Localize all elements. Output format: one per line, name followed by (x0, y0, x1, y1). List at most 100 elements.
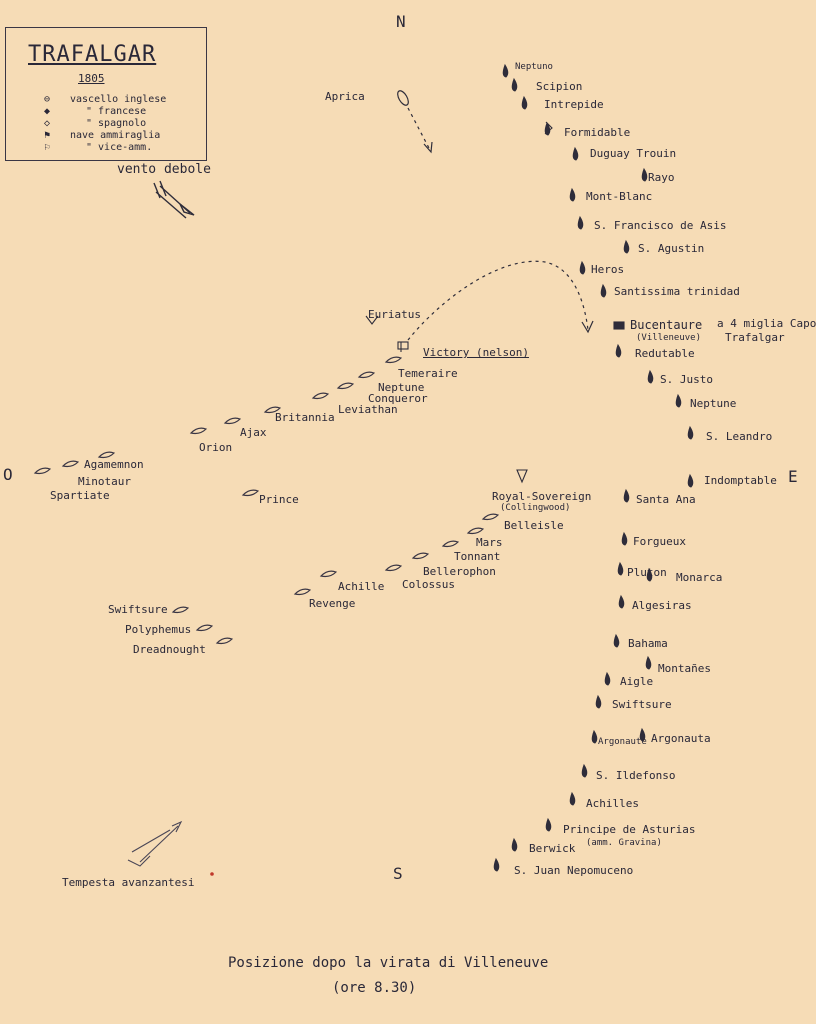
combined-ship-icon (577, 215, 584, 230)
ship-label: Agamemnon (84, 458, 144, 471)
ship-label: Leviathan (338, 403, 398, 416)
storm-label: Tempesta avanzantesi (62, 876, 195, 889)
english-ship-icon (189, 427, 208, 435)
legend-item-french: " francese (86, 106, 147, 117)
combined-ship-icon (615, 343, 622, 358)
combined-ship-icon (545, 817, 552, 832)
combined-ship-icon (687, 425, 694, 440)
combined-ship-icon (502, 63, 509, 78)
combined-ship-icon (621, 531, 628, 546)
combined-ship-icon (639, 727, 646, 742)
english-ship-icon (241, 489, 260, 497)
ship-label: Scipion (536, 80, 583, 93)
ship-label: Minotaur (78, 475, 131, 488)
legend-item-english: vascello inglese (70, 94, 167, 105)
combined-ship-icon (645, 655, 652, 670)
english-ship-icon (33, 467, 52, 475)
compass-south: S (393, 864, 403, 883)
combined-ship-icon (600, 283, 607, 298)
ship-label: Duguay Trouin (590, 147, 677, 160)
ship-label: Intrepide (544, 98, 604, 111)
ship-label: Orion (199, 441, 233, 454)
english-ship-icon: ⊖ (44, 94, 51, 105)
ship-label: Neptuno (515, 62, 553, 72)
ship-label: Colossus (402, 578, 455, 591)
legend-item-flagship: nave ammiraglia (70, 130, 161, 141)
english-ship-icon (319, 570, 338, 578)
ship-label: Rayo (648, 171, 675, 184)
english-ship-icon (384, 356, 403, 364)
ship-label: S. Francisco de Asis (594, 219, 727, 232)
english-ship-icon (311, 392, 330, 400)
spanish-ship-icon: ◇ (44, 118, 51, 129)
ship-label: Conqueror (368, 392, 428, 405)
ship-label: Achille (338, 580, 385, 593)
ship-label: Britannia (275, 411, 335, 424)
ship-label: Neptune (378, 381, 425, 394)
english-ship-icon (384, 564, 403, 572)
english-ship-icon (223, 417, 242, 425)
ship-label: Santissima trinidad (614, 285, 740, 298)
ship-label: S. Ildefonso (596, 769, 676, 782)
english-ship-icon (336, 382, 355, 390)
combined-ship-icon (641, 167, 648, 182)
combined-ship-icon (617, 561, 624, 576)
ship-label: Mars (476, 536, 503, 549)
combined-ship-icon (623, 488, 630, 503)
ship-label: Indomptable (704, 474, 777, 487)
legend-title: TRAFALGAR (28, 42, 157, 67)
french-ship-icon: ◆ (44, 106, 51, 117)
ship-label: Bahama (628, 637, 668, 650)
combined-ship-icon (572, 146, 579, 161)
ship-label: Bellerophon (423, 565, 496, 578)
ship-label: Argonauta (651, 732, 711, 745)
ship-label: S. Leandro (706, 430, 773, 443)
ship-label: Achilles (586, 797, 639, 810)
legend-item-spanish: " spagnolo (86, 118, 147, 129)
map-caption: Posizione dopo la virata di Villeneuve (228, 955, 549, 971)
ship-label: Heros (591, 263, 625, 276)
ship-label: Bucentaure (630, 318, 703, 332)
ship-label: Swiftsure (108, 603, 168, 616)
ship-label: Aigle (620, 675, 654, 688)
trafalgar-note-line2: Trafalgar (725, 331, 785, 344)
english-ship-icon (263, 406, 282, 414)
combined-ship-icon (604, 671, 611, 686)
combined-ship-icon (521, 95, 528, 110)
ship-label: Algesiras (632, 599, 692, 612)
ship-label: Dreadnought (133, 643, 206, 656)
compass-east: E (788, 467, 798, 486)
ship-label: S. Justo (660, 373, 713, 386)
english-ship-icon (293, 588, 312, 596)
english-ship-icon (215, 637, 234, 645)
combined-ship-icon (569, 791, 576, 806)
english-ship-icon (411, 552, 430, 560)
ship-label: Formidable (564, 126, 631, 139)
legend-year: 1805 (78, 72, 105, 85)
wind-arrow-icon (153, 180, 195, 219)
ship-label: Prince (259, 493, 299, 506)
ship-label: Santa Ana (636, 493, 696, 506)
ship-label: (Villeneuve) (636, 333, 702, 343)
ship-label: Spartiate (50, 489, 110, 502)
combined-ship-icon (569, 187, 576, 202)
combined-ship-icon (646, 567, 653, 582)
combined-ship-icon (511, 77, 518, 92)
english-ship-icon (195, 624, 214, 632)
ship-label: Revenge (309, 597, 356, 610)
combined-ship-icon (595, 694, 602, 709)
ship-label: Tonnant (454, 550, 501, 563)
english-ship-icon (441, 540, 460, 548)
combined-ships (493, 63, 694, 872)
combined-ship-icon (623, 239, 630, 254)
ship-label: Forgueux (633, 535, 686, 548)
ship-label: Monarca (676, 571, 723, 584)
storm-arrow-icon (127, 820, 183, 867)
ship-label: Temeraire (398, 367, 458, 380)
ship-label: Royal-Sovereign (492, 490, 592, 503)
ship-label: Victory (nelson) (423, 346, 529, 359)
legend-item-vice-admiral: " vice-amm. (86, 142, 153, 153)
combined-ship-icon (675, 393, 682, 408)
